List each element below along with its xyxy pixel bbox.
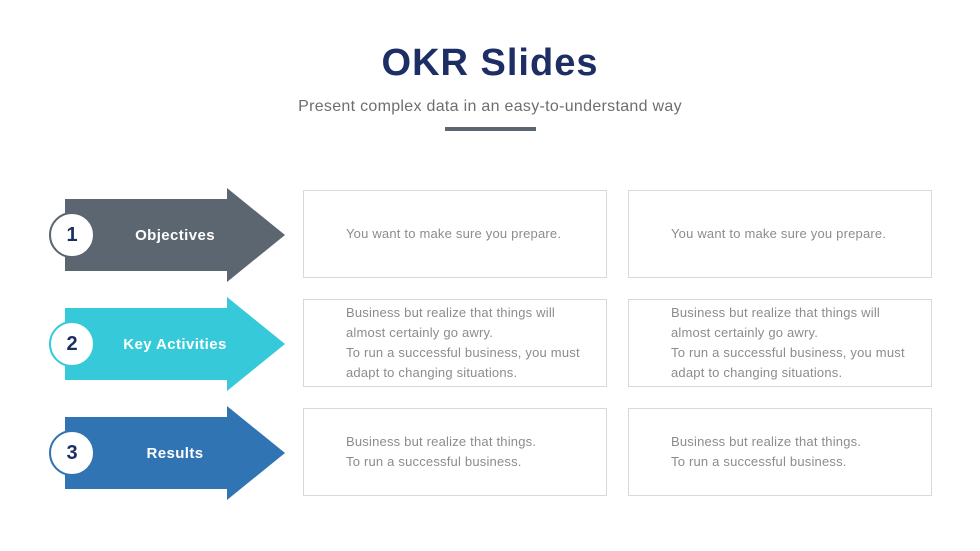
row-key-activities: Key Activities 2 Business but realize th… [0, 297, 980, 391]
box-text: You want to make sure you prepare. [346, 226, 562, 241]
step-number: 3 [66, 441, 78, 464]
text-box: Business but realize that things will al… [628, 299, 932, 387]
row-label: Results [146, 444, 204, 462]
step-number: 1 [66, 223, 78, 246]
arrow-polygon [65, 297, 285, 391]
box-text: Business but realize that things. To run… [346, 434, 537, 469]
arrow-shape [65, 406, 285, 500]
box-text: Business but realize that things will al… [671, 305, 905, 380]
text-box: You want to make sure you prepare. [303, 190, 607, 278]
title-divider [445, 127, 536, 131]
row-label: Key Activities [123, 335, 227, 353]
text-box: You want to make sure you prepare. [628, 190, 932, 278]
box-text: Business but realize that things will al… [346, 305, 580, 380]
page-title: OKR Slides [381, 42, 599, 84]
text-box: Business but realize that things will al… [303, 299, 607, 387]
arrow-polygon [65, 406, 285, 500]
box-text: Business but realize that things. To run… [671, 434, 862, 469]
arrow-shape [65, 188, 285, 282]
row-results: Results 3 Business but realize that thin… [0, 406, 980, 500]
box-text: You want to make sure you prepare. [671, 226, 887, 241]
row-label: Objectives [135, 226, 215, 244]
step-number-badge: 2 [49, 321, 95, 367]
text-box: Business but realize that things. To run… [628, 408, 932, 496]
step-number-badge: 3 [49, 430, 95, 476]
page-subtitle: Present complex data in an easy-to-under… [298, 98, 682, 115]
step-number-badge: 1 [49, 212, 95, 258]
step-number: 2 [66, 332, 78, 355]
arrow-polygon [65, 188, 285, 282]
arrow-shape [65, 297, 285, 391]
text-box: Business but realize that things. To run… [303, 408, 607, 496]
row-objectives: Objectives 1 You want to make sure you p… [0, 188, 980, 282]
